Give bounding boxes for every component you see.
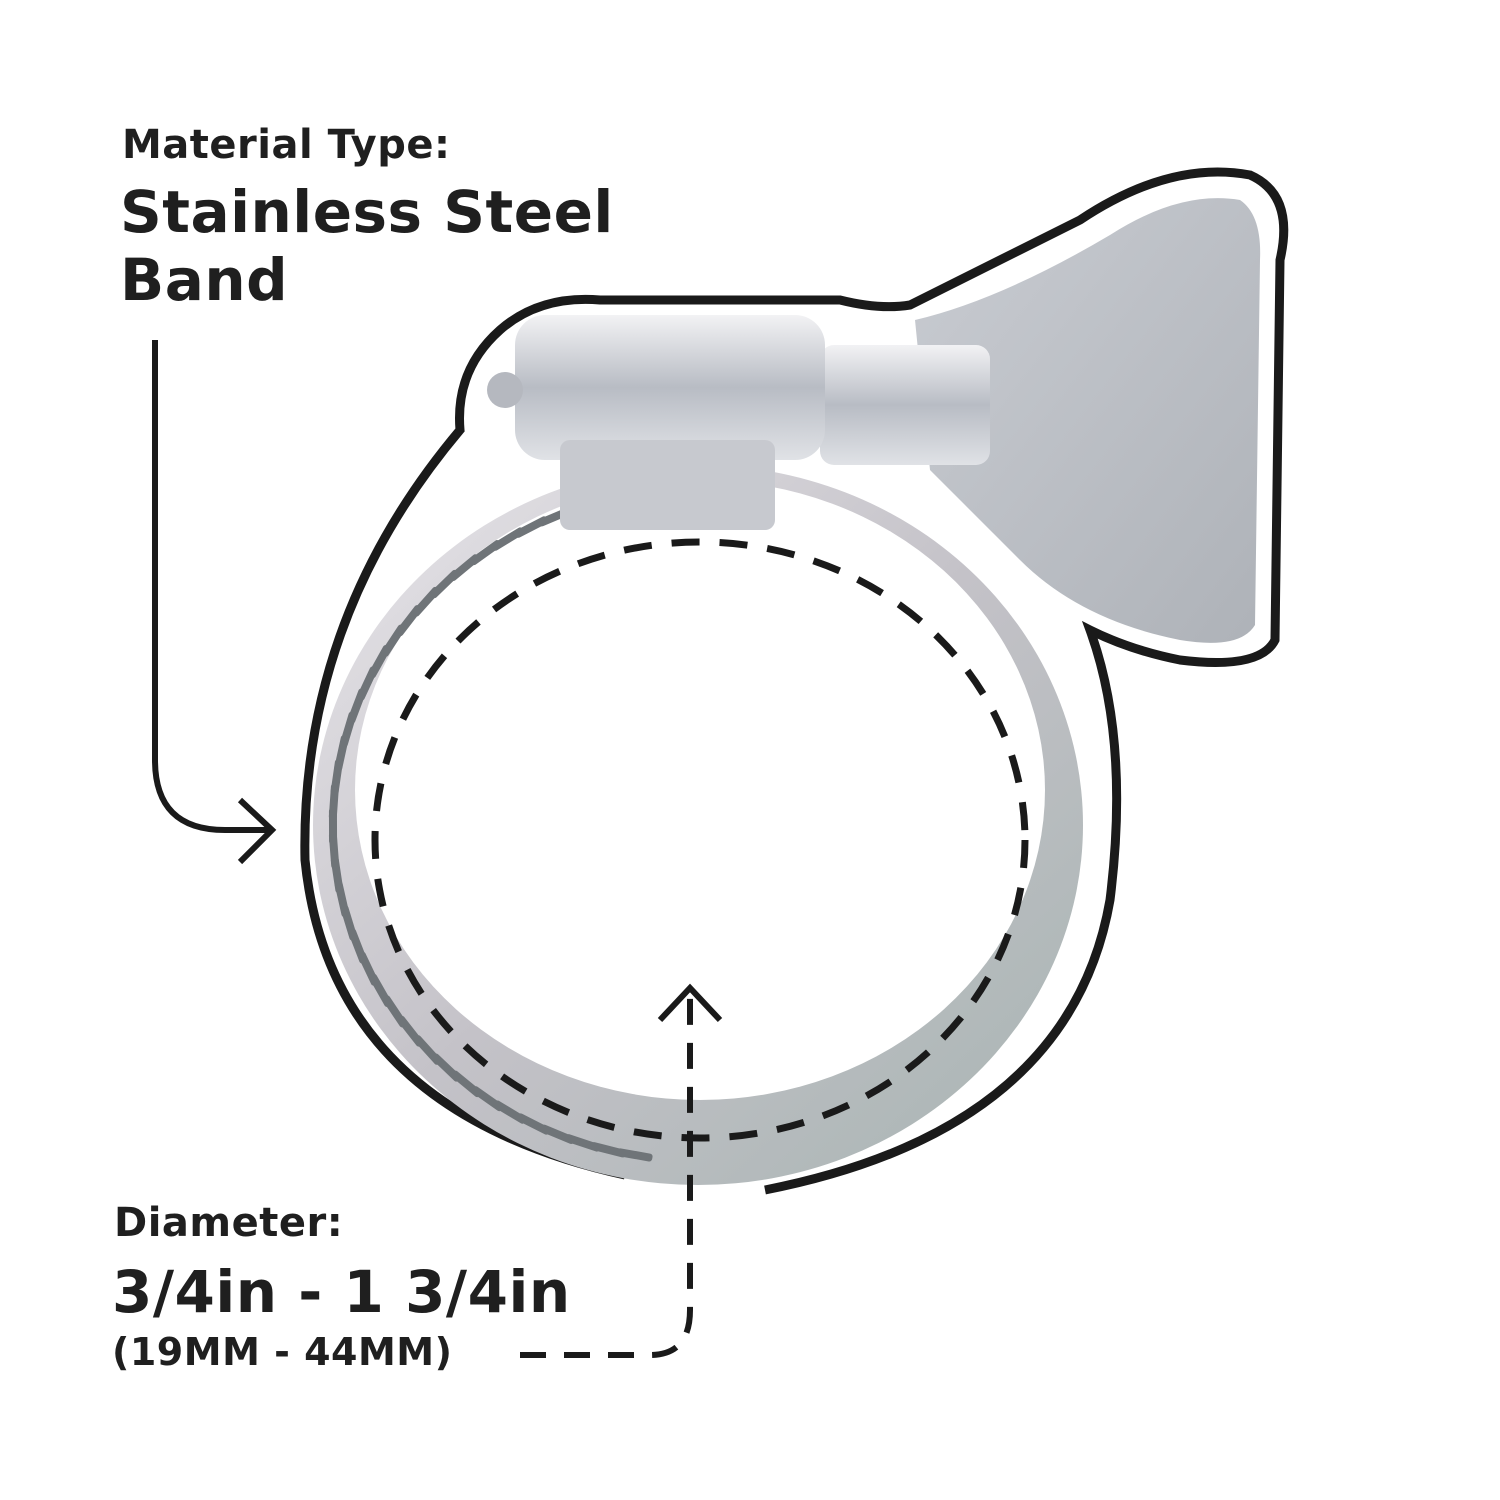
diameter-value: 3/4in - 1 3/4in	[112, 1258, 571, 1326]
screw-tip	[487, 372, 523, 408]
material-type-value-line2: Band	[120, 246, 289, 314]
housing-clip	[560, 440, 775, 530]
material-pointer-line	[152, 340, 270, 833]
clamp-outline	[300, 167, 1289, 1195]
band-slots	[328, 506, 653, 1162]
arrow-right-icon	[237, 797, 277, 865]
material-type-value: Stainless Steel	[120, 178, 614, 246]
diameter-label: Diameter:	[114, 1200, 344, 1246]
diameter-dashed-ellipse	[371, 538, 1029, 1142]
butterfly-wing	[915, 198, 1261, 643]
screw-shaft	[820, 345, 990, 465]
diameter-metric: (19MM - 44MM)	[112, 1330, 453, 1374]
material-type-label: Material Type:	[122, 122, 451, 168]
housing	[515, 315, 825, 460]
band-inner	[355, 480, 1045, 1100]
diameter-pointer-line	[520, 990, 693, 1358]
arrow-up-icon	[657, 983, 723, 1023]
